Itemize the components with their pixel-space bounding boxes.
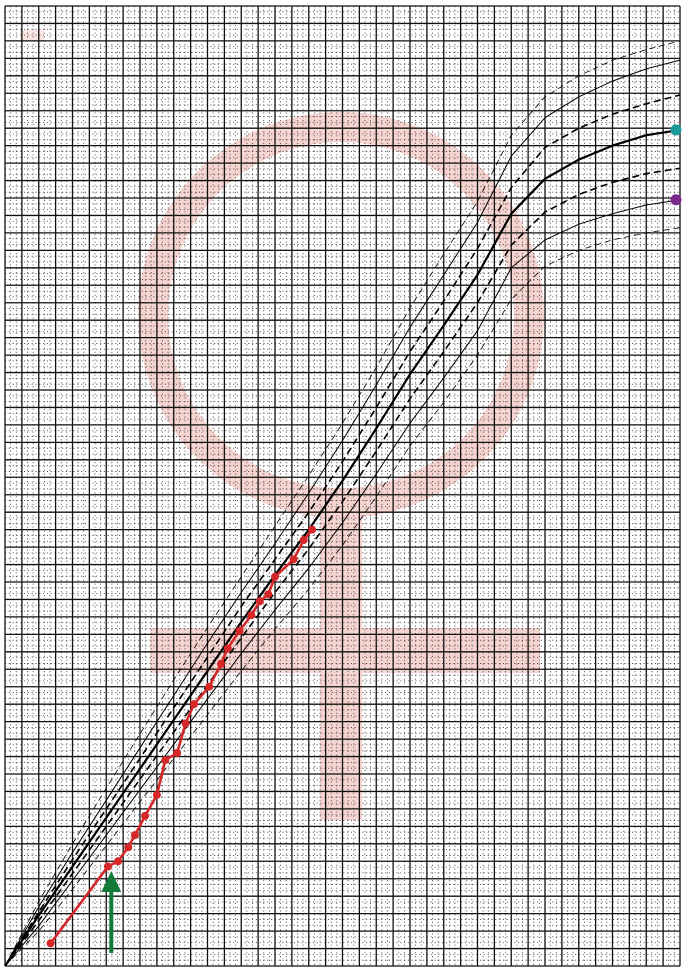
markers [101, 124, 682, 953]
data-point [308, 525, 317, 534]
data-point [181, 719, 190, 728]
reference-curve-1 [4, 59, 681, 967]
series-line [49, 528, 314, 945]
upper-end-dot [670, 124, 682, 136]
lower-end-dot [670, 194, 682, 206]
symbol-fragment [20, 30, 44, 42]
data-point [161, 756, 170, 765]
reference-curve-2 [4, 94, 681, 967]
data-point [247, 611, 256, 620]
reference-curves [4, 40, 681, 967]
reference-curve-5 [4, 199, 681, 967]
data-point [173, 749, 182, 758]
symbol-crossbar [150, 628, 540, 673]
data-point [271, 572, 279, 581]
data-point [217, 660, 225, 669]
minor-grid [5, 6, 680, 966]
data-point [255, 597, 264, 606]
major-grid [4, 5, 681, 967]
reference-curve-3 [4, 128, 681, 967]
data-point [124, 843, 133, 852]
reference-curve-6 [4, 40, 681, 967]
reference-curve-7 [4, 227, 681, 967]
data-point [223, 644, 232, 653]
data-point [299, 536, 308, 545]
data-point [46, 939, 55, 948]
data-point [235, 626, 244, 635]
data-point [103, 862, 112, 871]
data-point [114, 857, 123, 866]
data-point [141, 811, 150, 820]
data-point [289, 555, 298, 564]
data-point [264, 590, 273, 599]
data-series [46, 525, 317, 948]
data-point [152, 790, 161, 799]
data-point [130, 831, 139, 840]
arrow-head [101, 871, 122, 892]
reference-curve-4 [4, 167, 681, 967]
data-point [205, 682, 214, 691]
data-point [190, 700, 198, 709]
